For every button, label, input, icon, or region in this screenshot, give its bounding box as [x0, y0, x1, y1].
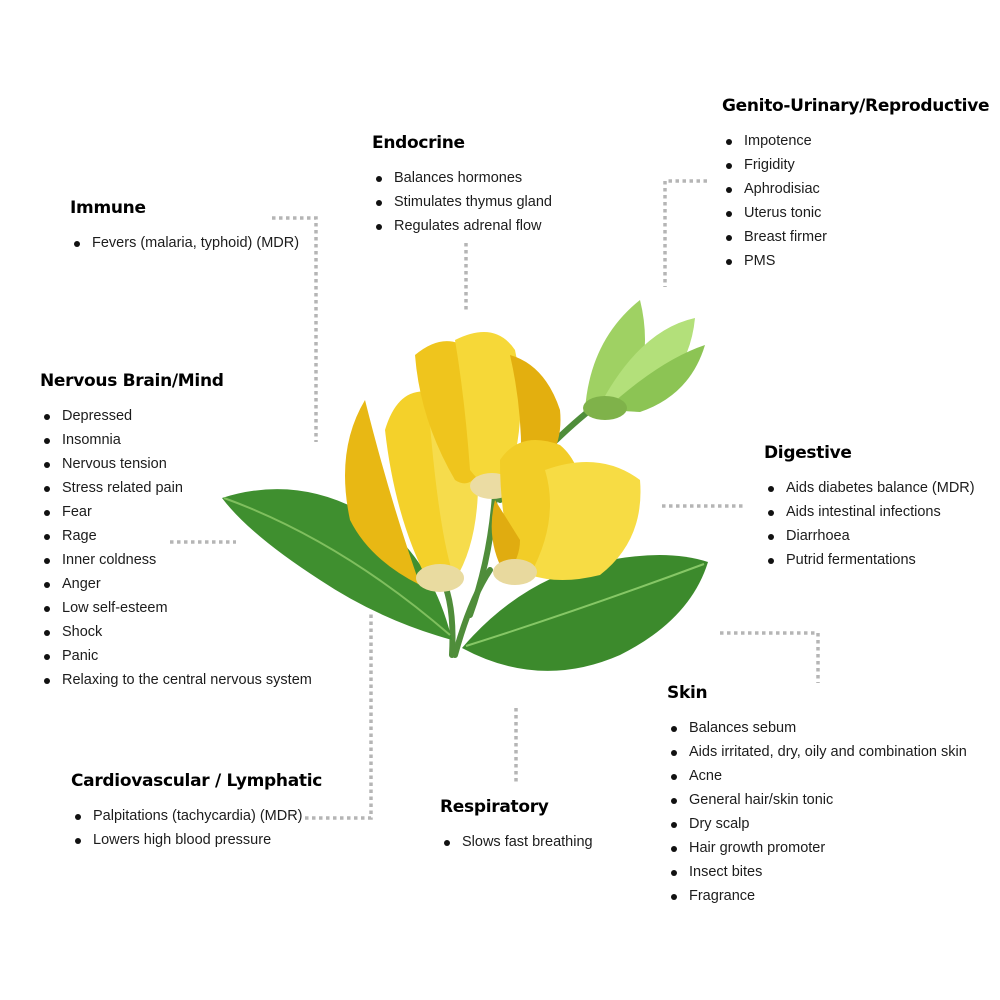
section-digestive: Digestive Aids diabetes balance (MDR)Aid…: [764, 443, 975, 572]
list-item: Rage: [40, 524, 312, 548]
list-item: Acne: [667, 764, 967, 788]
list-item: Aids irritated, dry, oily and combinatio…: [667, 740, 967, 764]
list-item: Uterus tonic: [722, 201, 989, 225]
list-item: Panic: [40, 644, 312, 668]
list-item: Diarrhoea: [764, 524, 975, 548]
list-item: Nervous tension: [40, 452, 312, 476]
list-item: Balances sebum: [667, 716, 967, 740]
list-item: Relaxing to the central nervous system: [40, 668, 312, 692]
list-item: Impotence: [722, 129, 989, 153]
connector-immune: [272, 216, 318, 442]
list-digestive: Aids diabetes balance (MDR)Aids intestin…: [764, 476, 975, 572]
list-item: Balances hormones: [372, 166, 552, 190]
list-item: Hair growth promoter: [667, 836, 967, 860]
list-item: Fragrance: [667, 884, 967, 908]
list-item: Breast firmer: [722, 225, 989, 249]
list-item: Shock: [40, 620, 312, 644]
connector-cardio: [305, 614, 373, 820]
list-immune: Fevers (malaria, typhoid) (MDR): [70, 231, 299, 255]
list-item: Low self-esteem: [40, 596, 312, 620]
list-item: General hair/skin tonic: [667, 788, 967, 812]
section-title-digestive: Digestive: [764, 443, 852, 463]
list-item: Slows fast breathing: [440, 830, 593, 854]
list-item: PMS: [722, 249, 989, 273]
section-title-immune: Immune: [70, 198, 146, 218]
section-title-cardiovascular: Cardiovascular / Lymphatic: [71, 771, 323, 791]
list-item: Depressed: [40, 404, 312, 428]
list-item: Anger: [40, 572, 312, 596]
list-item: Aids diabetes balance (MDR): [764, 476, 975, 500]
list-item: Fear: [40, 500, 312, 524]
list-respiratory: Slows fast breathing: [440, 830, 593, 854]
section-title-nervous: Nervous Brain/Mind: [40, 371, 224, 391]
section-title-genito-urinary: Genito-Urinary/Reproductive: [722, 96, 990, 116]
leaf-left: [222, 489, 452, 640]
leaf-right: [462, 555, 708, 671]
yellow-flower-right: [491, 440, 641, 585]
list-item: Palpitations (tachycardia) (MDR): [71, 804, 322, 828]
section-immune: Immune Fevers (malaria, typhoid) (MDR): [70, 198, 299, 255]
list-item: Insect bites: [667, 860, 967, 884]
connector-skin: [720, 631, 820, 683]
list-item: Dry scalp: [667, 812, 967, 836]
list-item: Putrid fermentations: [764, 548, 975, 572]
list-item: Stimulates thymus gland: [372, 190, 552, 214]
list-item: Fevers (malaria, typhoid) (MDR): [70, 231, 299, 255]
list-item: Stress related pain: [40, 476, 312, 500]
section-title-respiratory: Respiratory: [440, 797, 549, 817]
section-cardiovascular: Cardiovascular / Lymphatic Palpitations …: [71, 771, 322, 852]
section-respiratory: Respiratory Slows fast breathing: [440, 797, 593, 854]
connector-genito: [663, 179, 707, 287]
green-bud: [583, 300, 705, 420]
list-item: Frigidity: [722, 153, 989, 177]
list-item: Aphrodisiac: [722, 177, 989, 201]
list-item: Lowers high blood pressure: [71, 828, 322, 852]
list-cardiovascular: Palpitations (tachycardia) (MDR)Lowers h…: [71, 804, 322, 852]
list-item: Inner coldness: [40, 548, 312, 572]
section-title-skin: Skin: [667, 683, 708, 703]
list-item: Regulates adrenal flow: [372, 214, 552, 238]
list-item: Aids intestinal infections: [764, 500, 975, 524]
section-title-endocrine: Endocrine: [372, 133, 465, 153]
list-item: Insomnia: [40, 428, 312, 452]
